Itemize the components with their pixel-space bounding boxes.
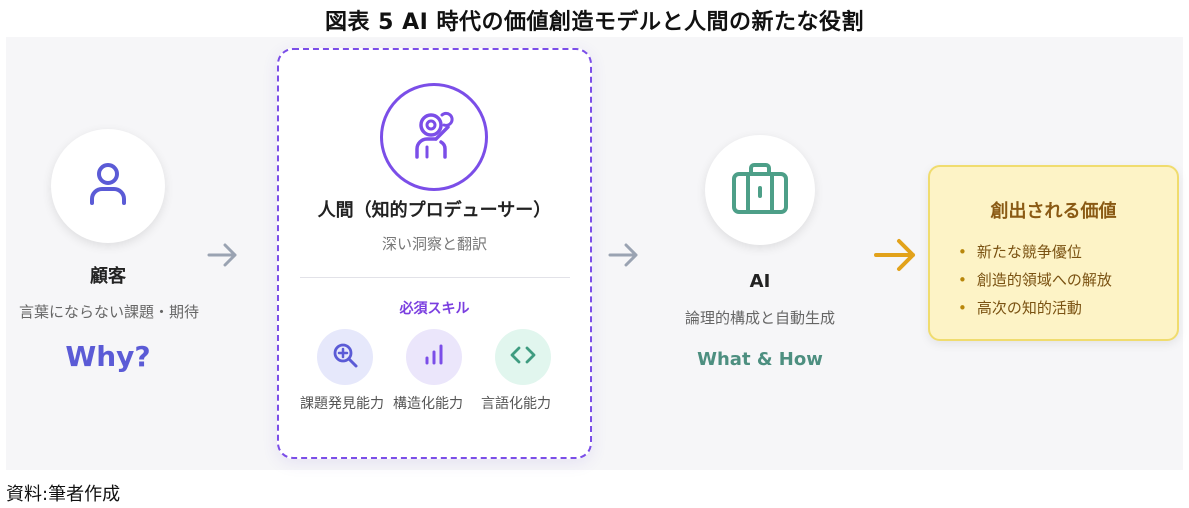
code-icon xyxy=(509,341,537,373)
zoom-in-icon xyxy=(331,341,359,373)
human-divider xyxy=(300,277,570,278)
skill-label-structuring: 構造化能力 xyxy=(393,396,463,412)
skill-circle-verbalization xyxy=(495,329,551,385)
ai-circle xyxy=(705,135,815,245)
customer-circle xyxy=(51,129,165,243)
customer-subtitle: 言葉にならない課題・期待 xyxy=(18,303,199,321)
list-item: •新たな競争優位 xyxy=(958,243,1082,261)
human-circle xyxy=(380,83,488,191)
user-icon xyxy=(80,156,136,216)
value-item-text: 創造的領域への解放 xyxy=(976,271,1112,289)
skills-heading: 必須スキル xyxy=(399,301,470,317)
customer-question: Why? xyxy=(65,340,151,373)
arrow-right-icon xyxy=(608,243,638,267)
value-item-text: 高次の知的活動 xyxy=(976,299,1082,317)
list-item: •高次の知的活動 xyxy=(958,299,1082,317)
human-subtitle: 深い洞察と翻訳 xyxy=(381,235,487,253)
arrow-right-icon xyxy=(874,239,915,271)
ai-name: AI xyxy=(749,271,771,292)
skill-circle-discovery xyxy=(317,329,373,385)
list-item: •創造的領域への解放 xyxy=(958,271,1112,289)
skill-circle-structuring xyxy=(406,329,462,385)
bar-chart-icon xyxy=(420,341,448,373)
human-title: 人間（知的プロデューサー） xyxy=(317,200,552,221)
briefcase-icon xyxy=(728,158,792,222)
ai-what-how: What & How xyxy=(697,349,823,370)
skill-label-discovery: 課題発見能力 xyxy=(300,396,384,412)
thinker-icon xyxy=(404,105,464,169)
value-title: 創出される価値 xyxy=(990,201,1117,222)
arrow-right-icon xyxy=(207,243,237,267)
ai-subtitle: 論理的構成と自動生成 xyxy=(684,309,835,327)
value-list: •新たな競争優位 •創造的領域への解放 •高次の知的活動 xyxy=(958,238,1112,322)
customer-name: 顧客 xyxy=(90,266,126,287)
value-card xyxy=(928,165,1179,341)
figure-title: 図表 5 AI 時代の価値創造モデルと人間の新たな役割 xyxy=(325,10,864,35)
source-note: 資料:筆者作成 xyxy=(6,484,121,505)
skill-label-verbalization: 言語化能力 xyxy=(481,396,551,412)
value-item-text: 新たな競争優位 xyxy=(976,243,1082,261)
